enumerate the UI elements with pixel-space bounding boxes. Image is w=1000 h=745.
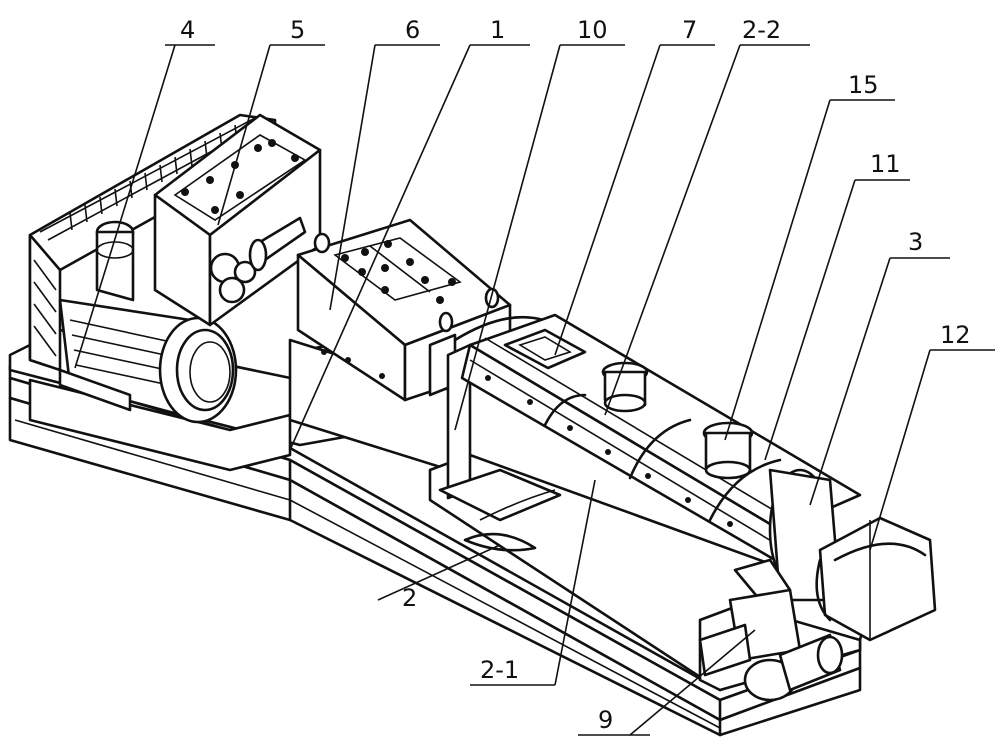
gearbox [155, 115, 320, 325]
label-9: 9 [598, 706, 613, 734]
label-15: 15 [848, 71, 879, 99]
label-4: 4 [180, 16, 195, 44]
label-5: 5 [290, 16, 305, 44]
label-1: 1 [490, 16, 505, 44]
label-7: 7 [682, 16, 697, 44]
label-11: 11 [870, 150, 901, 178]
label-3: 3 [908, 228, 923, 256]
label-6: 6 [405, 16, 420, 44]
label-2: 2 [402, 584, 417, 612]
label-2-2: 2-2 [742, 16, 781, 44]
label-10: 10 [577, 16, 608, 44]
label-2-1: 2-1 [480, 656, 519, 684]
label-12: 12 [940, 321, 971, 349]
